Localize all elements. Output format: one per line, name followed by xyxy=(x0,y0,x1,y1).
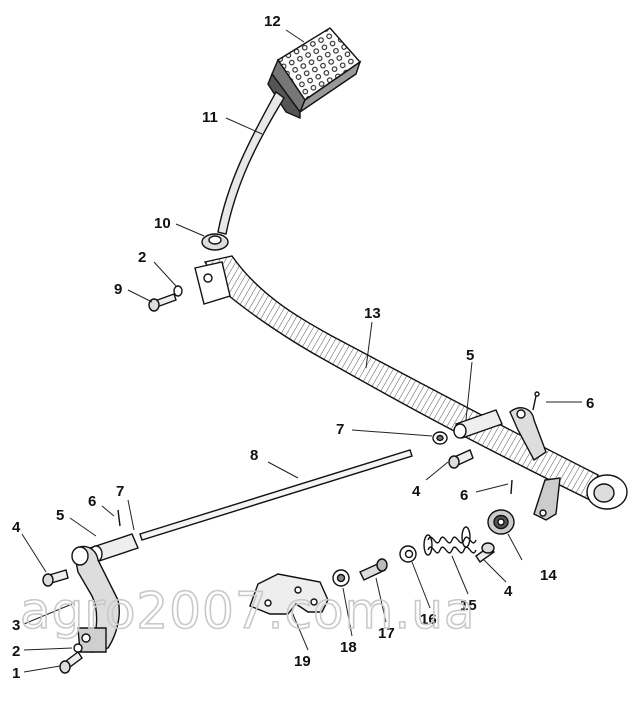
callout-17: 17 xyxy=(378,625,395,642)
callout-11: 11 xyxy=(202,109,218,126)
callout-6-lower: 6 xyxy=(88,493,96,510)
callout-13: 13 xyxy=(364,305,381,322)
leader-lines xyxy=(21,29,582,673)
callout-1: 1 xyxy=(12,665,20,682)
screw-17 xyxy=(359,558,388,581)
washer-10 xyxy=(201,233,229,251)
bolt-4-left xyxy=(42,569,69,587)
lever-lower-bracket xyxy=(533,477,561,521)
nut-upper xyxy=(432,431,448,445)
adjusting-nut-14 xyxy=(487,509,515,535)
callout-2-lower: 2 xyxy=(12,643,20,660)
pedal-stem xyxy=(217,90,285,235)
callout-10: 10 xyxy=(154,215,171,232)
cotter-pin-6-mid xyxy=(510,479,513,495)
lever-upper-bracket xyxy=(509,407,547,462)
spring-15 xyxy=(423,526,477,556)
bolt-4-right xyxy=(475,542,495,563)
nut-18 xyxy=(332,569,350,587)
callout-4-upper: 4 xyxy=(412,483,421,500)
cotter-pin-6-upper xyxy=(532,391,540,411)
callout-4-right: 4 xyxy=(504,583,513,600)
callout-8: 8 xyxy=(250,447,258,464)
callout-5-lower: 5 xyxy=(56,507,64,524)
callout-3: 3 xyxy=(12,617,20,634)
callout-6-upper: 6 xyxy=(586,395,594,412)
bolt-9 xyxy=(148,293,177,312)
mounting-bracket xyxy=(249,573,329,615)
cotter-pin-6-lower xyxy=(117,509,121,527)
clevis-upper xyxy=(453,409,503,439)
callout-12: 12 xyxy=(264,13,281,30)
main-lever xyxy=(194,255,628,510)
callout-19: 19 xyxy=(294,653,311,670)
bell-crank xyxy=(71,545,120,653)
washer-2-upper xyxy=(173,285,183,297)
washer-16 xyxy=(399,545,417,563)
callout-4-left: 4 xyxy=(12,519,21,536)
callout-15: 15 xyxy=(460,597,477,614)
callout-9: 9 xyxy=(114,281,122,298)
pedal-pad xyxy=(267,27,362,120)
callout-labels: 12 11 10 2 9 13 5 6 7 4 8 6 7 6 5 4 3 2 … xyxy=(12,13,594,682)
washer-2-lower xyxy=(73,643,83,653)
callout-7-upper: 7 xyxy=(336,421,344,438)
callout-7-lower: 7 xyxy=(116,483,124,500)
watermark-text: agro2007.com.ua xyxy=(20,582,476,640)
callout-2-upper: 2 xyxy=(138,249,146,266)
callout-5-upper: 5 xyxy=(466,347,474,364)
callout-18: 18 xyxy=(340,639,357,656)
bolt-4-upper xyxy=(448,449,474,469)
pull-rod xyxy=(139,449,413,541)
bolt-1 xyxy=(59,650,83,674)
callout-6-mid: 6 xyxy=(460,487,468,504)
callout-16: 16 xyxy=(420,611,437,628)
callout-14: 14 xyxy=(540,567,557,584)
